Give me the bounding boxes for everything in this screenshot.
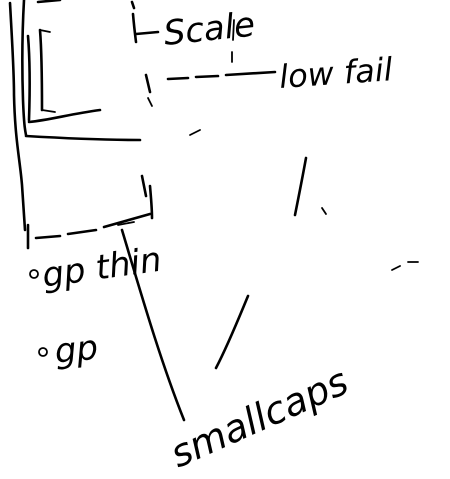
scale-annotation: Scale [130,0,257,54]
stray-marks [189,129,419,370]
device-outline [8,0,142,232]
bottom-bracket [26,174,154,250]
smallcaps-leader [120,228,186,422]
scale-label: Scale [162,5,257,54]
low-fail-label: low fail [278,50,394,96]
bullet-one-icon [29,269,39,279]
smallcaps-label: smallcaps [164,359,355,476]
bullet-one-label: gp thin [40,240,164,296]
bullet-two-icon [38,347,48,357]
bullet-two-label: gp [53,328,100,372]
inner-screen [26,28,102,124]
low-fail-annotation: low fail [144,19,394,107]
